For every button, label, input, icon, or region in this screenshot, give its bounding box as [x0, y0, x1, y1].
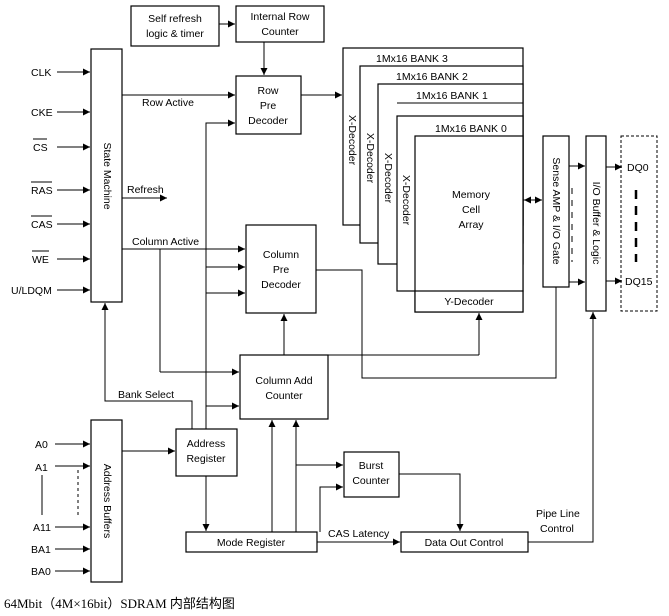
- self-refresh-block: [130, 5, 220, 47]
- column-active-label: Column Active: [132, 236, 199, 248]
- internal-row-counter-block: [235, 5, 325, 43]
- ldqm-pin-label: U/LDQM: [11, 285, 52, 297]
- io-buffer-block: [585, 135, 607, 312]
- cs-pin-label: CS: [33, 142, 48, 154]
- cas-pin-label: CAS: [31, 219, 53, 231]
- bank-select-line: [101, 303, 193, 429]
- y-decoder-label: Y-Decoder: [444, 296, 494, 308]
- row-pre-decoder-label-1: Row: [257, 85, 278, 97]
- column-pre-decoder-label-2: Pre: [273, 264, 290, 276]
- cas-latency-label: CAS Latency: [328, 528, 390, 540]
- data-out-control-label: Data Out Control: [425, 537, 504, 549]
- memory-cell-array-label-3: Array: [458, 219, 484, 231]
- pipe-line-control-label-2: Control: [540, 523, 574, 535]
- a1-pin-label: A1: [35, 462, 48, 474]
- column-add-counter-label-2: Counter: [265, 390, 303, 402]
- pipe-line-control-label-1: Pipe Line: [536, 508, 580, 520]
- dq15-pin-label: DQ15: [625, 276, 653, 288]
- bank-3-x-decoder-label: X-Decoder: [346, 115, 358, 166]
- y-decoder-block: [414, 290, 524, 313]
- address-register-label-1: Address: [187, 438, 226, 450]
- column-pre-decoder-label-1: Column: [263, 249, 299, 261]
- column-pre-decoder-block: [245, 224, 317, 314]
- bank-2-x-decoder-label: X-Decoder: [364, 133, 376, 184]
- bank-0-label: 1Mx16 BANK 0: [435, 123, 507, 135]
- burst-counter-label-1: Burst: [359, 460, 384, 472]
- internal-row-counter-label-2: Counter: [261, 26, 299, 38]
- memory-cell-array-label-2: Cell: [462, 204, 480, 216]
- refresh-label: Refresh: [127, 184, 164, 196]
- mode-to-burst-lower-line: [319, 483, 343, 532]
- column-pre-decoder-label-3: Decoder: [261, 279, 301, 291]
- ba1-pin-label: BA1: [31, 544, 51, 556]
- address-register-label-2: Register: [186, 453, 226, 465]
- bank-3-label: 1Mx16 BANK 3: [376, 53, 448, 65]
- mode-register-label: Mode Register: [217, 537, 286, 549]
- ras-pin-label: RAS: [31, 185, 53, 197]
- column-decoder-to-y-decoder-line: [316, 269, 557, 379]
- sense-amp-label: Sense AMP & I/O Gate: [550, 157, 562, 264]
- a11-pin-label: A11: [33, 522, 51, 534]
- bank-2-label: 1Mx16 BANK 2: [396, 71, 468, 83]
- control-inputs: CLK CKE CS RAS CAS WE U/LDQM: [11, 67, 90, 297]
- column-add-counter-label-1: Column Add: [255, 375, 312, 387]
- row-active-label: Row Active: [142, 97, 194, 109]
- internal-row-counter-label-1: Internal Row: [251, 11, 310, 23]
- we-pin-label: WE: [32, 254, 49, 266]
- io-buffer-label: I/O Buffer & Logic: [590, 182, 602, 265]
- pipe-line-control-line: [528, 312, 597, 543]
- sense-amp-block: [542, 135, 570, 288]
- address-inputs: A0 A1 A11 BA1 BA0: [31, 439, 90, 578]
- state-machine-label: State Machine: [101, 142, 113, 209]
- burst-counter-label-2: Counter: [352, 475, 390, 487]
- address-buffers-label: Address Buffers: [101, 464, 113, 539]
- cke-pin-label: CKE: [31, 107, 53, 119]
- register-to-row-decoder-line: [205, 119, 235, 429]
- self-refresh-label-1: Self refresh: [148, 13, 202, 25]
- a0-pin-label: A0: [35, 439, 48, 451]
- ba0-pin-label: BA0: [31, 566, 51, 578]
- row-pre-decoder-label-3: Decoder: [248, 115, 288, 127]
- diagram-caption: 64Mbit（4M×16bit）SDRAM 内部结构图: [4, 596, 235, 611]
- dq0-pin-label: DQ0: [627, 162, 649, 174]
- bank-select-label: Bank Select: [118, 389, 174, 401]
- row-pre-decoder-label-2: Pre: [260, 100, 277, 112]
- row-pre-decoder-block: [235, 75, 302, 135]
- clk-pin-label: CLK: [31, 67, 51, 79]
- bank-1-label: 1Mx16 BANK 1: [416, 90, 488, 102]
- state-machine-block: [90, 48, 123, 303]
- address-buffers-block: [90, 419, 123, 583]
- column-add-counter-block: [239, 354, 329, 420]
- bank-0-x-decoder-label: X-Decoder: [400, 175, 412, 226]
- self-refresh-label-2: logic & timer: [146, 28, 204, 40]
- dq-pins-box: [620, 135, 658, 312]
- memory-cell-array-block: [414, 135, 524, 313]
- memory-cell-array-label-1: Memory: [452, 189, 491, 201]
- bank-1-x-decoder-label: X-Decoder: [382, 153, 394, 204]
- burst-to-data-out-line: [399, 473, 464, 531]
